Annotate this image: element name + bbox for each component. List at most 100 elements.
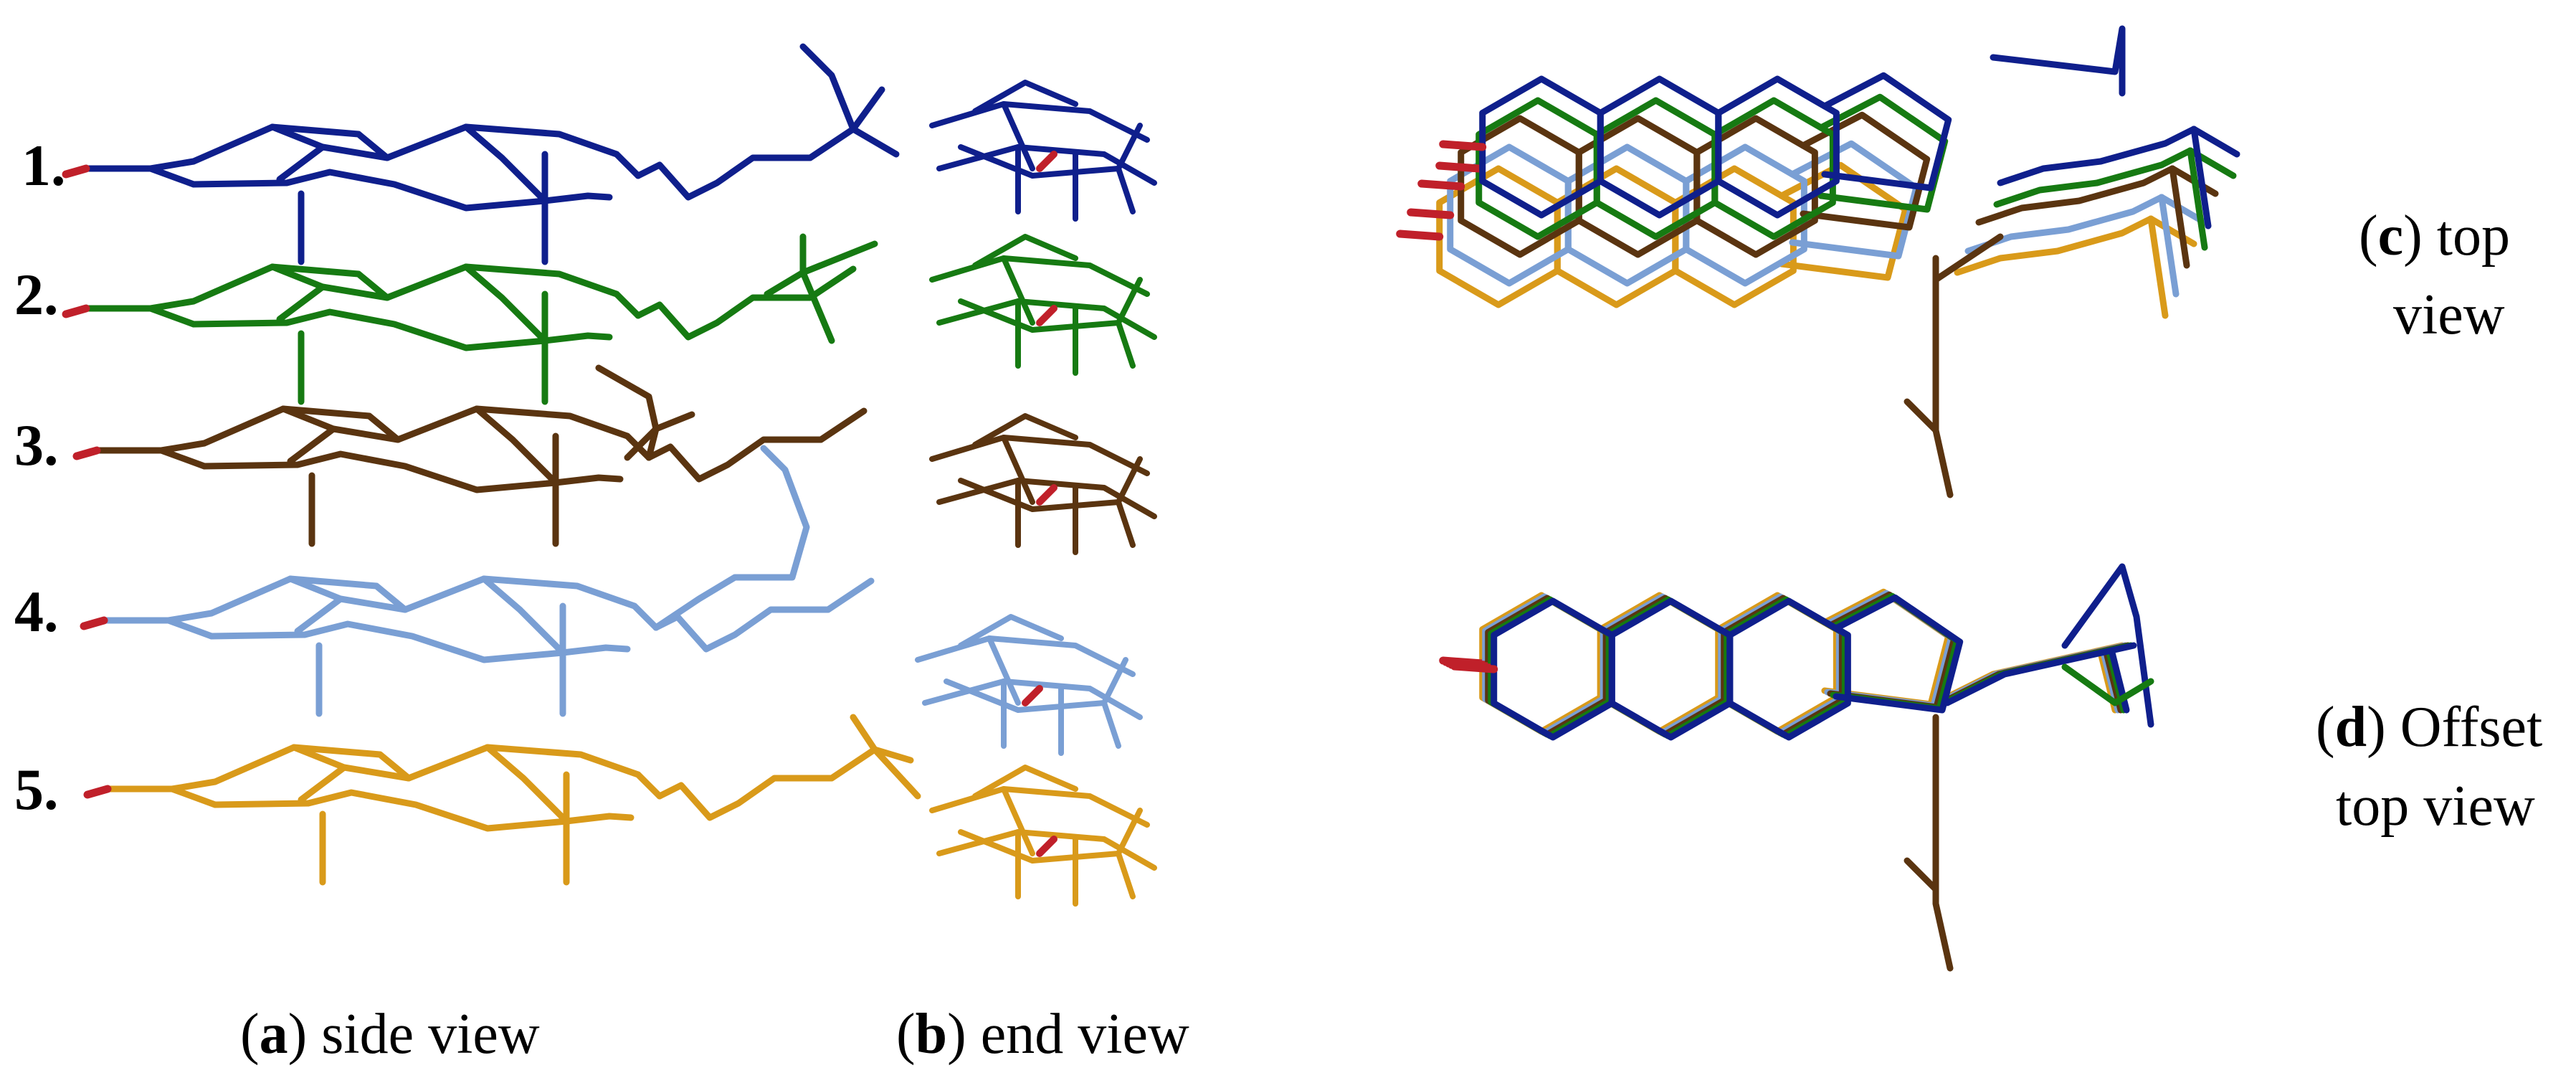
bond <box>936 829 1157 871</box>
side-chain-bond <box>1954 215 2154 276</box>
side-chain-bond <box>799 269 835 344</box>
side-view-molecule-5 <box>83 714 921 886</box>
oxygen-bond <box>1036 151 1058 172</box>
oxygen-bond <box>1407 208 1455 219</box>
caption-a: (a) side view <box>240 1003 540 1066</box>
oxygen-bond <box>1439 140 1487 151</box>
side-view-molecule-4 <box>80 445 875 717</box>
side-chain-bond <box>652 445 810 631</box>
bond <box>462 123 548 204</box>
side-chain-bond <box>2147 215 2169 319</box>
side-chain-bond <box>2158 194 2180 298</box>
bond <box>972 413 1078 448</box>
offset-top-view-panel <box>1439 563 2154 972</box>
side-chain-bond <box>2190 126 2212 230</box>
offset-view-molecule-1 <box>1450 594 2137 741</box>
bond <box>93 447 624 493</box>
oxygen-bond <box>1450 662 1498 673</box>
bond <box>972 234 1078 268</box>
bond <box>652 577 875 653</box>
bond <box>484 744 570 825</box>
ring-bond <box>1711 97 1836 240</box>
end-view-molecule-3 <box>929 413 1157 555</box>
side-view-panel <box>62 43 921 886</box>
bond <box>915 635 1136 677</box>
row-label-1: 1. <box>22 133 66 198</box>
side-chain-bond <box>1904 398 1939 434</box>
side-chain-bond <box>1990 25 2126 97</box>
side-chain-bond <box>764 240 878 298</box>
bond <box>462 263 548 344</box>
ring-bond <box>1833 594 1964 714</box>
side-chain-bond <box>799 43 857 133</box>
ring-bond <box>1800 111 1931 231</box>
bond <box>929 101 1150 143</box>
end-view-molecule-5 <box>929 765 1157 907</box>
end-view-molecule-4 <box>915 614 1143 756</box>
oxygen-bond <box>80 616 108 630</box>
oxygen-bond <box>1417 179 1465 191</box>
caption-c-line2: view <box>2393 283 2505 346</box>
end-view-panel <box>915 80 1157 907</box>
top-view-molecule-2 <box>1435 93 2237 251</box>
oxygen-bond <box>1036 305 1058 326</box>
oxygen-bond <box>1396 230 1444 241</box>
side-chain-bond <box>1932 233 2004 283</box>
bond <box>100 617 631 663</box>
side-chain-bond <box>871 746 914 764</box>
side-chain-bond <box>595 364 660 461</box>
oxygen-bond <box>1036 484 1058 506</box>
bond <box>1116 166 1136 214</box>
side-chain-bond <box>850 126 900 158</box>
bond <box>1001 101 1035 171</box>
top-view-panel <box>1396 25 2240 498</box>
bond <box>294 595 344 635</box>
bond <box>1116 499 1136 548</box>
offset-view-molecule-4 <box>1442 590 2129 737</box>
bond <box>972 80 1078 114</box>
oxygen-bond <box>83 785 112 799</box>
side-chain-bond <box>2147 215 2197 247</box>
side-chain-bond <box>1904 857 1939 893</box>
side-chain-bond <box>850 86 885 133</box>
bond <box>158 405 652 461</box>
oxygen-bond <box>62 304 90 318</box>
end-view-molecule-1 <box>929 80 1157 222</box>
caption-b: (b) end view <box>896 1003 1189 1066</box>
bond <box>287 425 337 465</box>
oxygen-bond <box>72 446 101 460</box>
ring-bond <box>1726 597 1851 741</box>
bond <box>936 144 1157 186</box>
side-chain-bond <box>1993 147 2194 208</box>
side-chain-bond <box>1975 165 2176 226</box>
bond <box>936 478 1157 519</box>
bond <box>1116 320 1136 369</box>
bond <box>147 263 642 319</box>
offset-view-molecule-5 <box>1439 588 2126 735</box>
bond <box>972 765 1078 799</box>
bond <box>165 575 660 631</box>
oxygen-bond <box>1022 685 1043 706</box>
ring-bond <box>1564 143 1690 287</box>
bond <box>168 744 663 800</box>
bond <box>987 635 1021 706</box>
oxygen-bond <box>1435 161 1483 173</box>
side-chain-bond <box>850 714 878 753</box>
end-view-molecule-2 <box>929 234 1157 376</box>
bond <box>82 165 613 212</box>
top-view-molecule-3 <box>1417 111 2219 269</box>
bond <box>1116 851 1136 899</box>
side-chain-bond <box>1997 126 2197 186</box>
bond <box>635 265 857 341</box>
bond <box>929 786 1150 828</box>
side-chain-bond <box>2169 165 2190 269</box>
row-label-4: 4. <box>14 579 59 644</box>
row-label-2: 2. <box>14 262 59 327</box>
side-chain-bond <box>1944 642 2137 706</box>
side-view-molecule-1 <box>62 43 900 265</box>
caption-d-line2: top view <box>2336 775 2535 838</box>
bond <box>1001 435 1035 505</box>
bond <box>645 407 868 483</box>
side-chain-bond <box>1932 714 1954 972</box>
bond <box>147 123 642 179</box>
